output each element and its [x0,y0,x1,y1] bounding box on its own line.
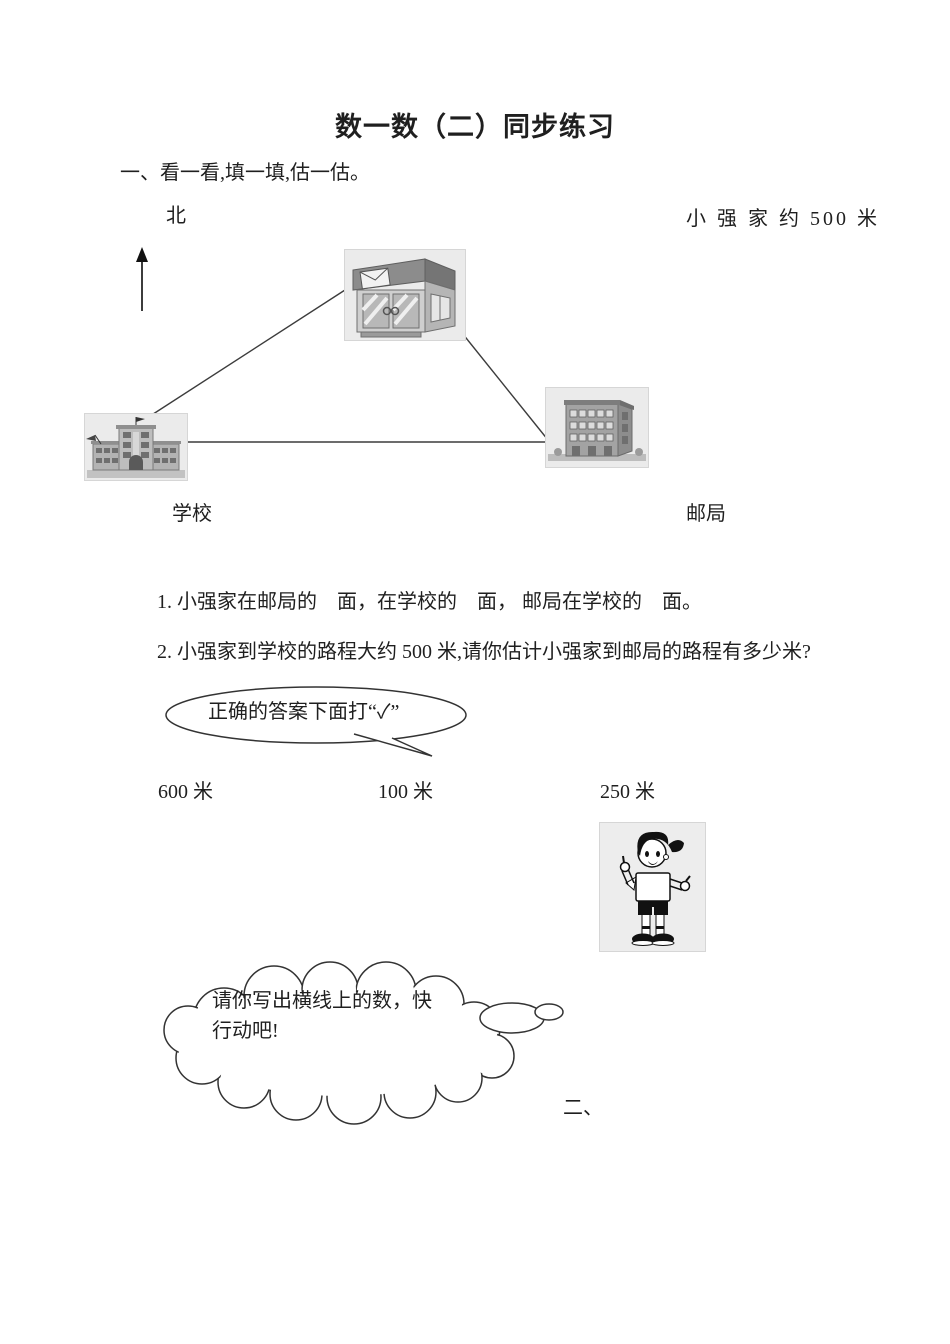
check-prompt-bubble [165,686,467,757]
cloud-prompt-bubble [163,961,564,1125]
option-600m: 600 米 [158,781,213,803]
cloud-prompt-text: 请你写出横线上的数，快 行动吧! [212,986,432,1046]
check-prompt-text: 正确的答案下面打“✓” [208,701,400,723]
cloud-puff-large [479,1002,545,1034]
page-title: 数一数（二）同步练习 [335,112,615,143]
question-1: 1. 小强家在邮局的 面，在学校的 面， 邮局在学校的 面。 [157,591,702,613]
section-one-heading: 一、看一看,填一填,估一估。 [120,162,370,184]
north-label: 北 [166,205,186,227]
school-label: 学校 [172,503,212,525]
school-building-icon [84,413,188,481]
home-shop-building-icon [344,249,466,341]
north-arrow-icon [136,247,148,311]
cloud-prompt-line1: 请你写出横线上的数，快 [212,990,432,1012]
home-distance-note: 小 强 家 约 500 米 [686,208,880,230]
post-office-building-icon [545,387,649,468]
cartoon-kid-icon [599,822,706,952]
post-office-label: 邮局 [686,503,726,525]
section-two-heading: 二、 [563,1097,603,1119]
option-100m: 100 米 [378,781,433,803]
question-2: 2. 小强家到学校的路程大约 500 米,请你估计小强家到邮局的路程有多少米? [157,641,811,663]
cloud-puff-small [534,1003,564,1021]
cloud-prompt-line2: 行动吧! [212,1020,279,1042]
option-250m: 250 米 [600,781,655,803]
